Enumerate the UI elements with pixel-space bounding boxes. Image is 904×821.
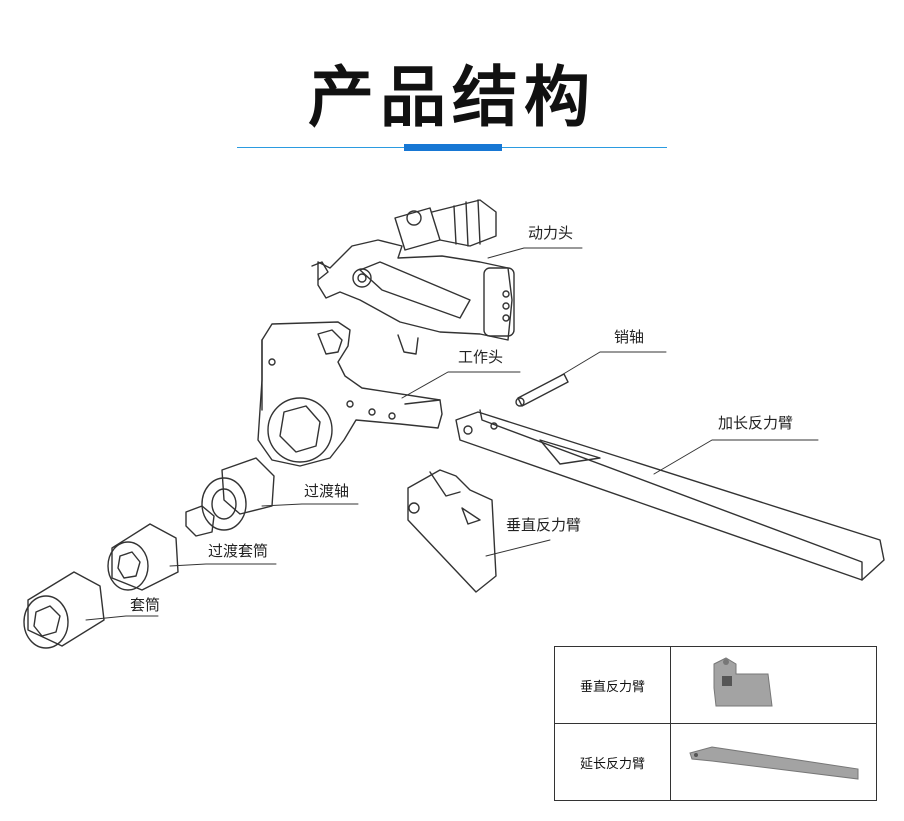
legend-image-cell: [670, 723, 877, 801]
legend-image-cell: [670, 646, 877, 724]
label-adapter-socket: 过渡套筒: [208, 542, 269, 560]
legend-row: 延长反力臂: [554, 723, 877, 801]
label-extended-arm: 加长反力臂: [718, 414, 794, 432]
adapter-socket-drawing: [107, 523, 179, 591]
legend-table: 垂直反力臂 延长反力臂: [554, 646, 877, 801]
extended-arm-drawing: [455, 409, 885, 581]
label-pin: 销轴: [614, 328, 645, 346]
title-divider-accent: [404, 144, 502, 151]
vertical-arm-drawing: [407, 469, 497, 593]
pin-drawing: [515, 373, 569, 407]
legend-label-extended-arm: 延长反力臂: [554, 723, 671, 801]
page-title: 产品结构: [308, 59, 596, 136]
working-head-drawing: [257, 321, 443, 467]
legend-row: 垂直反力臂: [554, 646, 877, 724]
legend-label-vertical-arm: 垂直反力臂: [554, 646, 671, 724]
vertical-reaction-arm-photo: [713, 657, 773, 707]
power-head-drawing: [311, 199, 515, 355]
label-working-head: 工作头: [458, 348, 504, 366]
socket-drawing: [23, 571, 105, 649]
leader-lines: [85, 247, 819, 621]
label-socket: 套筒: [130, 596, 161, 614]
extended-reaction-arm-photo: [689, 746, 859, 780]
label-vertical-arm: 垂直反力臂: [506, 516, 582, 534]
label-power-head: 动力头: [528, 224, 574, 242]
adapter-shaft-drawing: [185, 457, 275, 537]
label-adapter-shaft: 过渡轴: [304, 482, 350, 500]
